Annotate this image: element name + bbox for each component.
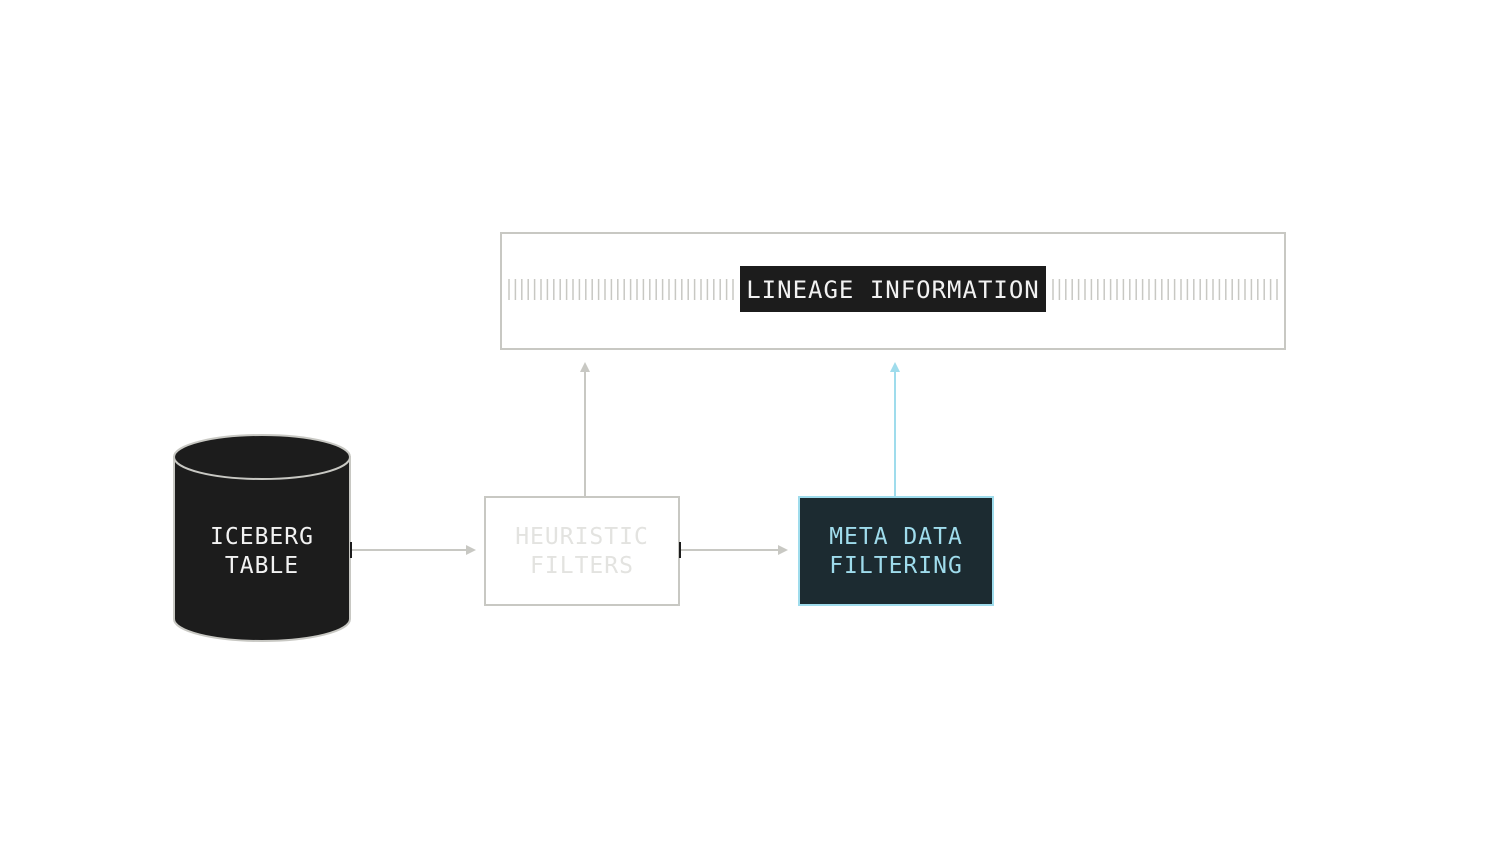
cylinder-top: [173, 434, 351, 480]
lineage-tick-pattern-left: [508, 279, 734, 300]
edge-metadata-to-lineage: [887, 362, 903, 498]
lineage-information-label-box: [740, 266, 1046, 312]
heuristic-filters-label-line-2: FILTERS: [530, 553, 634, 579]
iceberg-table-node: ICEBERG TABLE: [173, 434, 351, 642]
edge-heuristic-to-lineage: [577, 362, 593, 498]
cylinder-body: [173, 456, 351, 642]
iceberg-table-label-line-1: ICEBERG: [210, 524, 314, 550]
heuristic-filters-node: HEURISTIC FILTERS: [484, 496, 680, 606]
arrowhead-icon: [580, 362, 590, 372]
heuristic-filters-box: [484, 496, 680, 606]
heuristic-filters-label-line-1: HEURISTIC: [515, 524, 649, 550]
lineage-tick-pattern-right: [1052, 279, 1278, 300]
lineage-information-label: LINEAGE INFORMATION: [746, 276, 1040, 304]
arrowhead-icon: [466, 545, 476, 555]
edge-heuristic-to-metadata: [679, 542, 788, 558]
meta-data-filtering-node: META DATA FILTERING: [798, 496, 994, 606]
lineage-information-node: LINEAGE INFORMATION: [500, 232, 1286, 350]
meta-data-filtering-label-line-2: FILTERING: [829, 553, 963, 579]
meta-data-filtering-box: [798, 496, 994, 606]
iceberg-table-label-line-2: TABLE: [225, 553, 299, 579]
arrowhead-icon: [778, 545, 788, 555]
arrowhead-icon: [890, 362, 900, 372]
meta-data-filtering-label-line-1: META DATA: [829, 524, 963, 550]
edge-iceberg-to-heuristic: [350, 542, 476, 558]
